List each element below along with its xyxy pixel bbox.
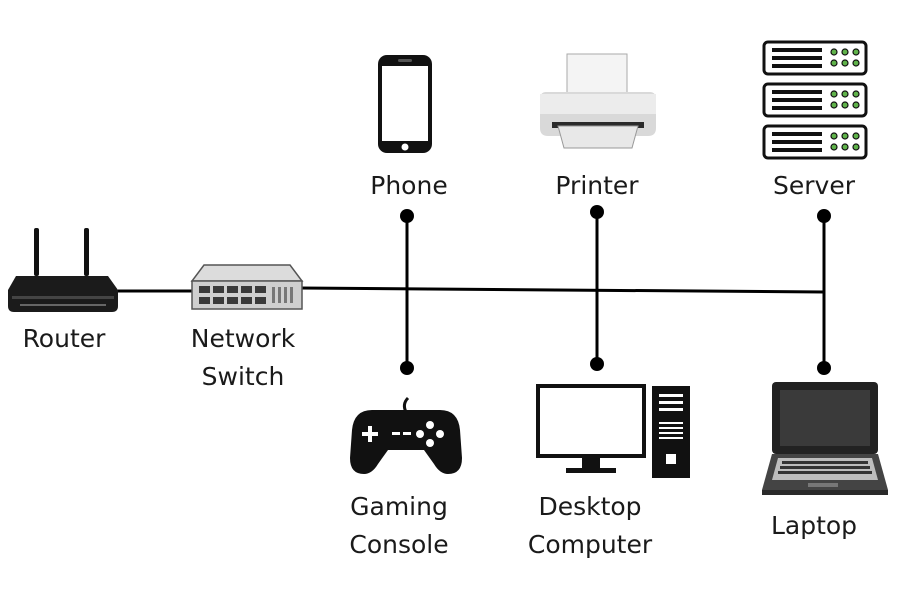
connection-dots <box>400 205 831 375</box>
router-label: Router <box>22 324 106 353</box>
dot-phone <box>400 209 414 223</box>
printer-icon <box>540 53 656 149</box>
desktop-label: Desktop Computer <box>515 488 665 564</box>
switch-label: Network Switch <box>180 320 306 396</box>
network-switch-icon <box>190 264 304 310</box>
gaming-label-line-1: Gaming <box>350 492 448 521</box>
desktop-label-line-1: Desktop <box>538 492 642 521</box>
desktop-label-line-2: Computer <box>527 530 653 559</box>
dot-gaming <box>400 361 414 375</box>
desktop-computer-icon <box>536 384 690 478</box>
gaming-label-line-2: Console <box>349 530 449 559</box>
laptop-label: Laptop <box>770 511 858 540</box>
dot-printer <box>590 205 604 219</box>
gaming-label: Gaming Console <box>339 488 459 564</box>
backbone-line <box>299 286 825 294</box>
server-icon <box>762 40 868 160</box>
router-icon <box>8 228 118 312</box>
phone-label: Phone <box>370 171 448 200</box>
gamepad-icon <box>350 396 462 474</box>
connections <box>118 212 826 368</box>
server-label: Server <box>773 171 855 200</box>
phone-icon <box>378 55 432 153</box>
dot-server <box>817 209 831 223</box>
laptop-icon <box>762 382 888 495</box>
printer-label: Printer <box>555 171 639 200</box>
switch-label-line-2: Switch <box>201 362 285 391</box>
dot-desktop <box>590 357 604 371</box>
dot-laptop <box>817 361 831 375</box>
switch-label-line-1: Network <box>190 324 296 353</box>
